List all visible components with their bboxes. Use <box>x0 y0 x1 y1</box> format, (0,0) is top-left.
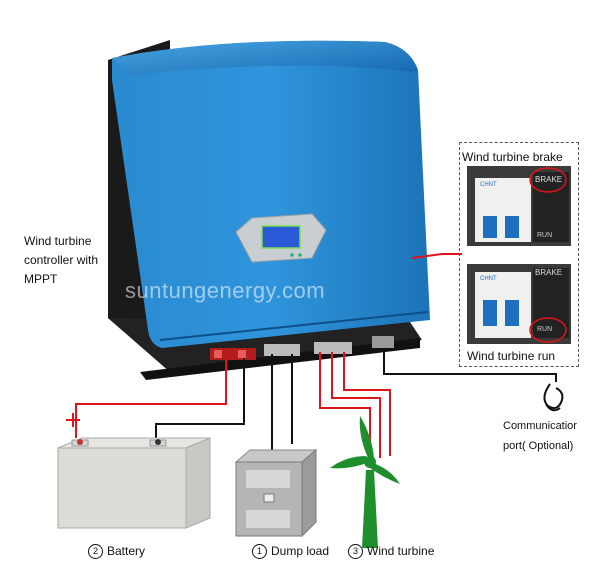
terminals <box>210 336 394 360</box>
breaker-panel <box>459 142 579 367</box>
brake-title: Wind turbine brake <box>462 150 563 164</box>
watermark: suntungenergy.com <box>125 278 326 303</box>
controller-label: Wind turbine controller with MPPT <box>24 232 98 289</box>
wind-turbine-number: 3 <box>348 544 363 559</box>
run-switch-label: RUN <box>537 326 553 333</box>
controller-label-line3: MPPT <box>24 272 58 286</box>
battery-icon <box>57 437 211 529</box>
communication-label-line1: Communicatior <box>503 420 577 432</box>
battery-text: Battery <box>107 544 146 558</box>
run-brand: CHNT <box>480 276 497 282</box>
cable-icon <box>543 383 564 412</box>
lcd-panel <box>235 213 327 263</box>
dump-load-icon <box>234 448 318 538</box>
run-breaker-photo <box>467 264 571 344</box>
brake-breaker-photo <box>467 166 571 246</box>
dump-load-caption: 1 Dump load <box>252 544 329 559</box>
communication-label-line2: port( Optional) <box>503 440 574 452</box>
wind-turbine-caption: 3 Wind turbine <box>348 544 434 559</box>
controller-label-line2: controller with <box>24 253 99 267</box>
battery-caption: 2 Battery <box>88 544 145 559</box>
battery-wires <box>66 358 245 448</box>
controller-label-line1: Wind turbine <box>24 234 92 248</box>
controller-enclosure <box>108 40 430 380</box>
communication-wire <box>383 348 557 382</box>
brake-brand: CHNT <box>480 182 497 188</box>
dump-load-text: Dump load <box>271 544 330 558</box>
brake-switch-label: BRAKE <box>535 175 563 184</box>
run-brake-label: BRAKE <box>535 268 563 277</box>
run-title: Wind turbine run <box>467 349 556 363</box>
wind-turbine-icon <box>330 416 400 548</box>
wind-turbine-text: Wind turbine <box>367 544 435 558</box>
battery-number: 2 <box>88 544 103 559</box>
turbine-wires <box>319 352 391 460</box>
dump-load-wires <box>271 354 293 452</box>
dump-load-number: 1 <box>252 544 267 559</box>
communication-label: Communicatior port( Optional) <box>503 416 577 456</box>
breaker-wire <box>411 253 462 259</box>
brake-run-label: RUN <box>537 232 553 239</box>
